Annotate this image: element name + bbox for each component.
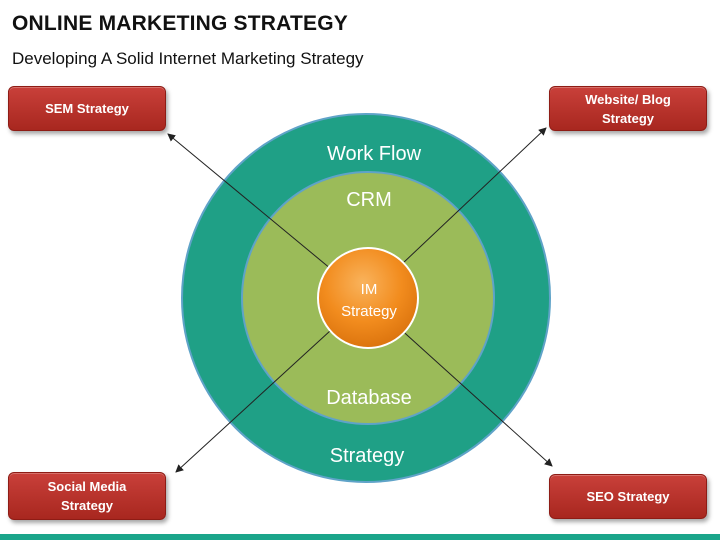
core-label-line1: IM (361, 281, 378, 298)
social-media-strategy-box: Social Media Strategy (8, 472, 166, 520)
website-blog-strategy-box: Website/ Blog Strategy (549, 86, 707, 131)
core-circle (317, 247, 419, 349)
seo-strategy-label: SEO Strategy (586, 489, 670, 504)
page-subtitle: Developing A Solid Internet Marketing St… (12, 49, 364, 68)
seo-strategy-box: SEO Strategy (549, 474, 707, 519)
core-label-line2: Strategy (341, 303, 397, 320)
website-strategy-label-line2: Strategy (601, 110, 655, 126)
social-strategy-label-line2: Strategy (60, 498, 114, 513)
footer-bar (0, 534, 720, 540)
middle-ring-top-label: CRM (346, 189, 392, 211)
page-title: ONLINE MARKETING STRATEGY (12, 12, 348, 35)
outer-ring-top-label: Work Flow (327, 143, 422, 165)
middle-ring-bottom-label: Database (326, 387, 412, 409)
website-strategy-label-line1: Website/ Blog (585, 91, 671, 107)
sem-strategy-box: SEM Strategy (8, 86, 166, 131)
sem-strategy-label: SEM Strategy (45, 101, 129, 116)
outer-ring-bottom-label: Strategy (330, 445, 404, 467)
social-strategy-label-line1: Social Media (47, 479, 127, 494)
